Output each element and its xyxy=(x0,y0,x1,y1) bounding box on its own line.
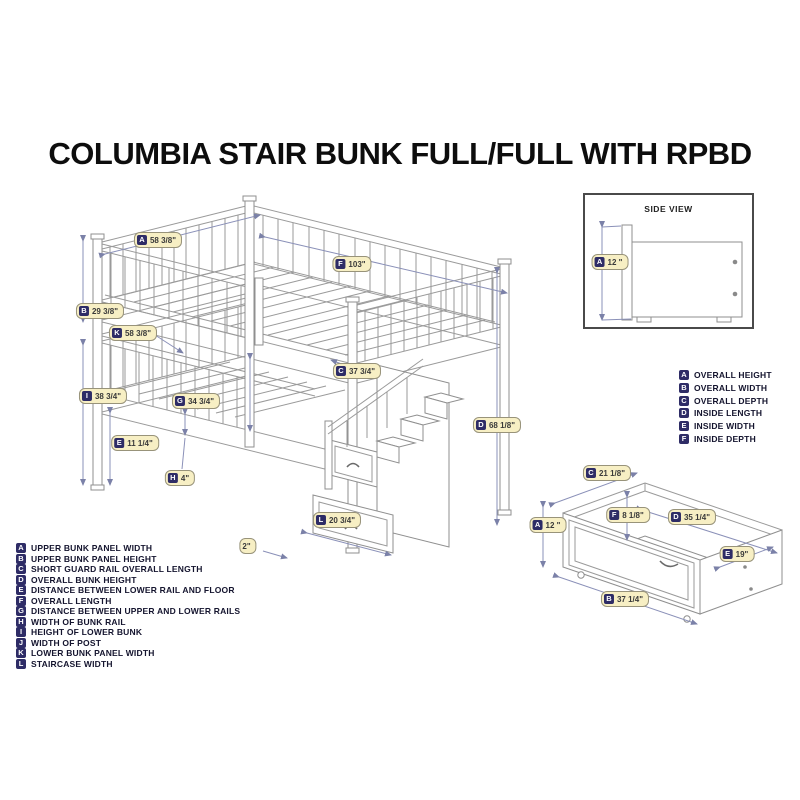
foot-back-post xyxy=(499,262,510,511)
page-title: COLUMBIA STAIR BUNK FULL/FULL WITH RPBD xyxy=(48,136,752,171)
main-dimension-lines xyxy=(80,213,508,560)
bed-drawer-drawing xyxy=(540,472,783,625)
dim-label-drawer-c: C 21 1/8" xyxy=(582,465,632,481)
drawer-front-panel-side xyxy=(621,224,633,321)
drawer-handle-arc xyxy=(659,560,679,568)
drawer-right-end xyxy=(699,529,783,615)
dim-label-main-e: E 11 1/4" xyxy=(111,435,159,451)
dim-label-drawer-a: A 12 " xyxy=(529,517,567,533)
dim-value: 58 3/8" xyxy=(149,235,177,245)
main-bunk-drawing xyxy=(80,195,512,560)
dim-label-main-c: C 37 3/4" xyxy=(332,363,382,379)
dim-label-main-g: G 34 3/4" xyxy=(171,393,221,409)
side-view-box: SIDE VIEW xyxy=(583,193,754,329)
dim-label-main-h: H 4" xyxy=(164,470,196,486)
dim-label-main-f: F 103" xyxy=(332,256,372,272)
side-view-drawing xyxy=(599,221,743,323)
dim-label-drawer-d: D 35 1/4" xyxy=(667,509,717,525)
dim-label-main-l: L 20 3/4" xyxy=(312,512,362,528)
dim-label-main-k: K 58 3/8" xyxy=(108,325,158,341)
dim-label-main-2in: 2" xyxy=(239,538,257,554)
dim-label-main-d: D 68 1/8" xyxy=(472,417,522,433)
dim-label-side-a: A 12 " xyxy=(591,254,629,270)
caster-left xyxy=(577,571,585,579)
dim-label-drawer-e: E 19" xyxy=(719,546,755,562)
dim-label-drawer-b: B 37 1/4" xyxy=(600,591,650,607)
head-front-post xyxy=(92,237,103,486)
side-view-title: SIDE VIEW xyxy=(644,204,693,214)
dim-label-drawer-f: F 8 1/8" xyxy=(606,507,650,523)
dim-badge: A xyxy=(136,235,147,245)
dim-label-main-b: B 29 3/8" xyxy=(75,303,125,319)
dim-label-main-i: I 38 3/4" xyxy=(78,388,128,404)
stair-newel-post xyxy=(324,420,333,490)
guard-end-post xyxy=(254,277,264,346)
dim-label-main-a: A 58 3/8" xyxy=(133,232,183,248)
drawer-body-side xyxy=(631,241,743,318)
